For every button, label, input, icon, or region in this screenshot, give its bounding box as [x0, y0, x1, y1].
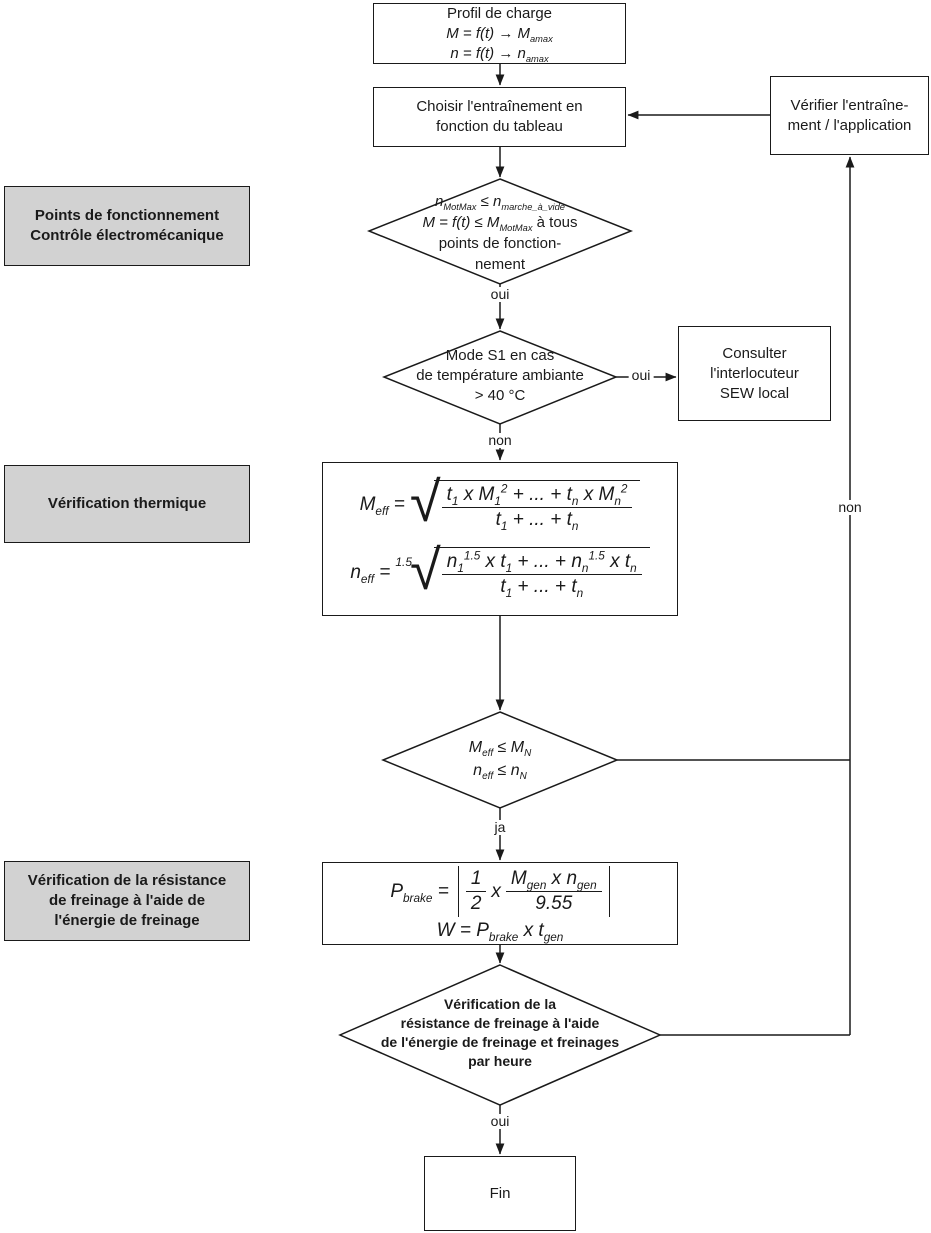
- pbrake-formula: Pbrake = 1 2 x Mgen x ngen 9.55: [390, 866, 610, 918]
- stage-label-thermal-line1: Vérification thermique: [47, 495, 207, 512]
- meff-lhs: Meff =: [359, 494, 405, 518]
- stage-label-electro-line2: Contrôle électromécanique: [30, 227, 224, 244]
- end-box: Fin: [424, 1156, 576, 1231]
- load-profile-speed-line: n = f(t) → namax: [450, 44, 549, 64]
- load-profile-box: Profil de charge M = f(t) → Mamax n = f(…: [373, 3, 626, 64]
- decision-1-shape: [366, 178, 634, 285]
- neff-formula: neff = 1.5 √ n11.5 x t1 + ... + nn1.5 x …: [350, 538, 650, 602]
- radical-sign-icon: √: [410, 538, 441, 602]
- half-denominator: 2: [470, 893, 482, 915]
- verify-drive-line1: Vérifier l'entraîne-: [790, 96, 909, 114]
- load-profile-title: Profil de charge: [446, 4, 553, 22]
- stage-label-thermal: Vérification thermique: [4, 465, 250, 543]
- consult-sew-line1: Consulter: [722, 344, 787, 362]
- gen-fraction: Mgen x ngen 9.55: [505, 868, 602, 915]
- half-numerator: 1: [465, 868, 487, 893]
- choose-drive-box: Choisir l'entraînement en fonction du ta…: [373, 87, 626, 147]
- w-formula: W = Pbrake x tgen: [436, 919, 564, 944]
- load-profile-torque-line: M = f(t) → Mamax: [446, 24, 553, 44]
- stage-label-brake: Vérification de la résistance de freinag…: [4, 861, 250, 941]
- edge-label-oui-2: oui: [628, 368, 654, 383]
- pbrake-lhs: Pbrake =: [390, 880, 449, 905]
- edge-label-ja: ja: [491, 820, 509, 835]
- gen-numerator: Mgen x ngen: [505, 868, 602, 893]
- absolute-value-group: 1 2 x Mgen x ngen 9.55: [457, 866, 610, 918]
- edge-label-oui-4: oui: [487, 1114, 513, 1129]
- neff-numerator: n11.5 x t1 + ... + nn1.5 x tn: [441, 551, 642, 576]
- end-label: Fin: [489, 1184, 511, 1202]
- edge-label-non-2: non: [485, 433, 515, 448]
- verify-drive-line2: ment / l'application: [787, 116, 912, 134]
- stage-label-brake-line1: Vérification de la résistance: [27, 872, 227, 889]
- half-fraction: 1 2: [465, 868, 487, 915]
- neff-denominator: t1 + ... + tn: [500, 576, 584, 601]
- stage-label-brake-line2: de freinage à l'aide de: [48, 892, 206, 909]
- decision-2-shape: [381, 330, 619, 425]
- verify-drive-box: Vérifier l'entraîne- ment / l'applicatio…: [770, 76, 929, 155]
- choose-drive-line2: fonction du tableau: [436, 118, 563, 135]
- stage-label-brake-line3: l'énergie de freinage: [54, 912, 200, 929]
- multiplication-sign: x: [491, 880, 501, 902]
- decision-4-shape: [338, 964, 662, 1106]
- radical-sign-icon: √: [409, 470, 441, 534]
- consult-sew-line2: l'interlocuteur: [710, 364, 799, 382]
- meff-denominator: t1 + ... + tn: [495, 508, 579, 533]
- stage-label-electro-line1: Points de fonctionnement: [34, 207, 220, 224]
- neff-lhs: neff =: [350, 561, 391, 586]
- neff-radical-group: √ n11.5 x t1 + ... + nn1.5 x tn t1 + ...…: [410, 538, 650, 602]
- neff-root-index: 1.5: [395, 554, 413, 569]
- meff-numerator: t1 x M12 + ... + tn x Mn2: [441, 483, 633, 508]
- choose-drive-line1: Choisir l'entraînement en: [416, 98, 583, 115]
- consult-sew-box: Consulter l'interlocuteur SEW local: [678, 326, 831, 421]
- edge-label-oui-1: oui: [487, 287, 513, 302]
- brake-formula-box: Pbrake = 1 2 x Mgen x ngen 9.55 W = Pbra…: [322, 862, 678, 945]
- meff-fraction: t1 x M12 + ... + tn x Mn2 t1 + ... + tn: [441, 483, 633, 533]
- thermal-formula-box: Meff = √ t1 x M12 + ... + tn x Mn2 t1 + …: [322, 462, 678, 616]
- w-formula-line: W = Pbrake x tgen: [436, 919, 564, 944]
- meff-formula: Meff = √ t1 x M12 + ... + tn x Mn2 t1 + …: [359, 470, 641, 534]
- gen-denominator: 9.55: [535, 893, 573, 915]
- meff-radical-group: √ t1 x M12 + ... + tn x Mn2 t1 + ... + t…: [409, 470, 641, 534]
- edge-label-non-return: non: [835, 500, 865, 515]
- consult-sew-line3: SEW local: [719, 384, 790, 402]
- neff-fraction: n11.5 x t1 + ... + nn1.5 x tn t1 + ... +…: [441, 551, 642, 601]
- decision-3-shape: [381, 711, 619, 809]
- stage-label-electromechanical: Points de fonctionnement Contrôle électr…: [4, 186, 250, 266]
